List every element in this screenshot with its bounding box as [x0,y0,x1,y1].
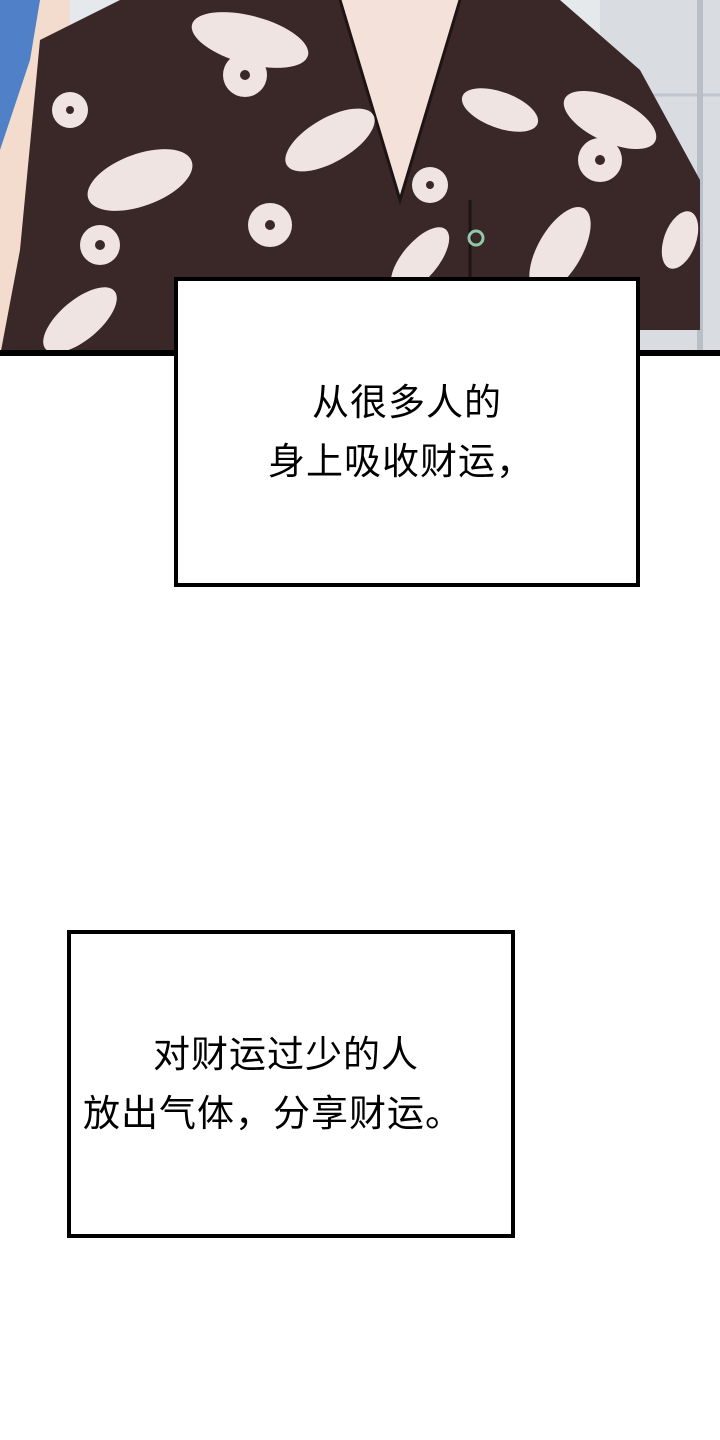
caption-box-1: 从很多人的 身上吸收财运， [174,277,640,587]
floral-shirt-illustration [0,0,720,356]
caption-1-line-1: 从很多人的 [312,380,502,424]
caption-box-2: 对财运过少的人 放出气体，分享财运。 [67,930,515,1238]
caption-1-line-2: 身上吸收财运， [268,440,534,483]
illustration-panel [0,0,720,356]
caption-2-line-2: 放出气体，分享财运。 [83,1092,463,1135]
caption-2-line-1: 对财运过少的人 [153,1032,419,1076]
